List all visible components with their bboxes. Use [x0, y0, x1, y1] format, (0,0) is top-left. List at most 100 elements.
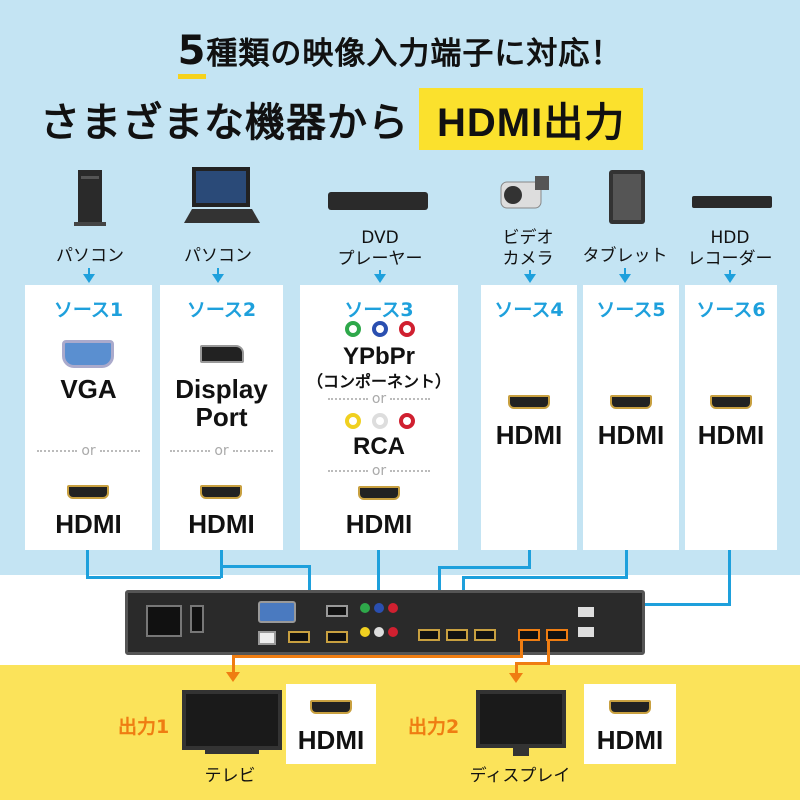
- arrow-stem-2: [217, 268, 219, 274]
- output-connector-label: HDMI: [596, 725, 664, 755]
- usb-port-icon: [578, 607, 594, 617]
- rca-jack-icon: [360, 627, 370, 637]
- source-title: ソース2: [186, 299, 257, 321]
- blue-jack-icon: [372, 321, 388, 337]
- output-label-2: 出力2: [408, 716, 460, 738]
- device-label-camera-line2: カメラ: [502, 249, 554, 269]
- output-line: [515, 662, 550, 665]
- switcher-back-panel: [125, 590, 645, 655]
- source-main-label: HDMI: [495, 420, 563, 450]
- output-connector-label: HDMI: [297, 725, 365, 755]
- connector-line: [220, 550, 223, 578]
- video-camera-icon: [500, 176, 549, 209]
- device-label-camera: ビデオカメラ: [478, 228, 578, 270]
- arrow-down-icon: [724, 274, 736, 283]
- source-title: ソース3: [344, 299, 414, 321]
- rca-label: RCA: [353, 433, 405, 460]
- device-label-camera-line1: ビデオ: [502, 228, 554, 248]
- desktop-pc-icon: [74, 170, 106, 226]
- hdmi-out-port-icon: [546, 629, 568, 641]
- tablet-icon: [609, 170, 645, 224]
- hdmi-port-icon: [418, 629, 440, 641]
- device-label-pc-1: パソコン: [56, 246, 124, 266]
- headline-highlight: HDMI出力: [419, 88, 644, 150]
- display-stand-icon: [513, 748, 529, 756]
- source-main-label-line2: Port: [195, 402, 248, 432]
- source-card-1: ソース1 VGA or HDMI: [25, 285, 152, 550]
- displayport-connector-icon: [200, 345, 244, 363]
- connector-line: [86, 550, 89, 578]
- source-card-3: ソース3 YPbPr （コンポーネント） or RCA or HDMI: [300, 285, 458, 550]
- connector-line: [728, 550, 731, 605]
- red-jack-icon: [399, 321, 415, 337]
- ypbpr-label: YPbPr: [342, 343, 416, 370]
- tv-icon: [182, 690, 282, 750]
- source-title: ソース4: [494, 299, 564, 321]
- tv-stand-icon: [205, 750, 259, 754]
- laptop-icon: [184, 167, 260, 223]
- connector-line: [462, 576, 465, 596]
- source-main-label: HDMI: [697, 420, 765, 450]
- arrow-down-icon: [83, 274, 95, 283]
- hdmi-port-icon: [446, 629, 468, 641]
- output-label-1: 出力1: [118, 716, 170, 738]
- headline-line1: 5種類の映像入力端子に対応！: [0, 28, 800, 79]
- displayport-port-icon: [326, 605, 348, 617]
- arrow-stem-1: [88, 268, 90, 274]
- green-jack-icon: [345, 321, 361, 337]
- hdmi-port-icon: [326, 631, 348, 643]
- connector-line: [528, 550, 531, 568]
- connector-line: [625, 550, 628, 578]
- usb-b-port-icon: [258, 631, 276, 645]
- hdmi-connector-icon: [609, 700, 651, 714]
- hdmi-port-icon: [474, 629, 496, 641]
- device-label-hdd-line1: HDD: [710, 228, 750, 248]
- component-jack-icon: [388, 603, 398, 613]
- source-card-4: ソース4 HDMI: [481, 285, 577, 550]
- hdmi-connector-icon: [310, 700, 352, 714]
- output-line: [547, 640, 550, 664]
- component-label: （コンポーネント）: [306, 374, 451, 391]
- or-divider: or: [160, 443, 283, 459]
- output-connector-box-1: HDMI: [286, 684, 376, 764]
- arrow-down-icon: [619, 274, 631, 283]
- hdmi-connector-icon: [358, 486, 400, 500]
- output-device-label-2: ディスプレイ: [469, 766, 571, 786]
- connector-line: [462, 576, 628, 579]
- arrow-stem-3: [379, 270, 381, 274]
- output-device-label-1: テレビ: [204, 766, 256, 786]
- power-inlet-icon: [146, 605, 182, 637]
- connector-line: [438, 566, 531, 569]
- device-label-dvd-line2: プレーヤー: [337, 249, 423, 269]
- connector-line: [438, 566, 441, 596]
- arrow-down-icon: [524, 274, 536, 283]
- source-main-label: VGA: [60, 374, 117, 404]
- device-label-tablet: タブレット: [582, 246, 668, 266]
- connector-line: [86, 576, 221, 579]
- device-label-pc-2: パソコン: [184, 246, 252, 266]
- connector-line: [220, 565, 310, 568]
- source-main-label: HDMI: [597, 420, 665, 450]
- source-alt-label: HDMI: [188, 509, 255, 539]
- device-label-hdd-line2: レコーダー: [687, 249, 773, 269]
- red-jack-icon: [399, 413, 415, 429]
- or-divider: or: [300, 391, 458, 407]
- hdmi-port-icon: [288, 631, 310, 643]
- rca-jack-icon: [388, 627, 398, 637]
- arrow-stem-4: [529, 270, 531, 274]
- source-card-6: ソース6 HDMI: [685, 285, 777, 550]
- hdmi-connector-icon: [67, 485, 109, 499]
- source-alt-label: HDMI: [345, 509, 413, 539]
- connector-line: [377, 550, 380, 595]
- output-line: [232, 655, 235, 673]
- hdmi-connector-icon: [610, 395, 652, 409]
- or-divider: or: [25, 443, 152, 459]
- output-line: [232, 655, 523, 658]
- hdmi-connector-icon: [508, 395, 550, 409]
- source-card-2: ソース2 Display Port or HDMI: [160, 285, 283, 550]
- arrow-down-icon: [374, 274, 386, 283]
- output-line: [515, 662, 518, 674]
